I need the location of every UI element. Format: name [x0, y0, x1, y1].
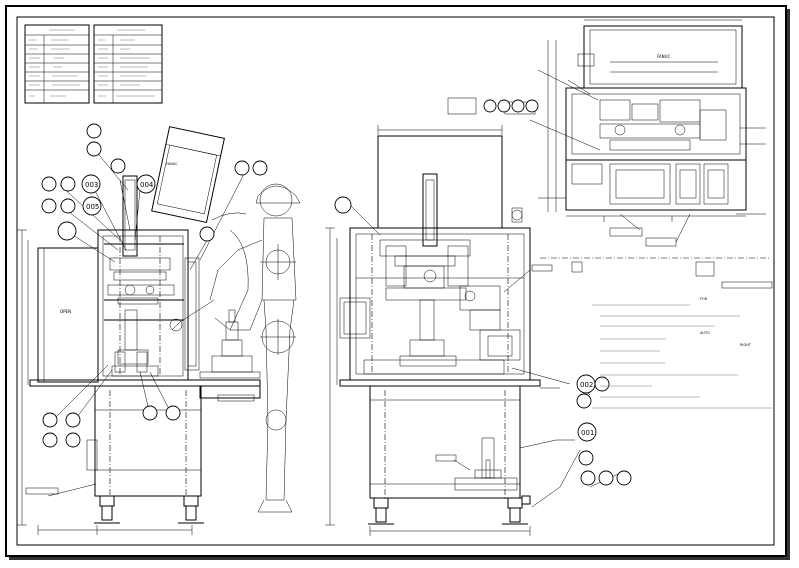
operator-figure: [169, 183, 301, 513]
front-view: 002 001: [325, 125, 632, 536]
note-label-3: RIGHT: [740, 343, 752, 347]
callout-005-label: 005: [86, 203, 99, 211]
plan-label: FANUC: [657, 54, 671, 59]
callout-001-label: 001: [581, 429, 594, 437]
callout-004: [136, 174, 156, 194]
plan-view: FANUC: [447, 19, 773, 289]
spec-table-left: [24, 24, 90, 104]
robot-label: FANUC: [166, 162, 178, 166]
note-label-1: FOR: [700, 297, 708, 301]
callout-004-label: 004: [140, 181, 154, 189]
note-label-2: AUTO: [700, 331, 710, 335]
left-callouts: 003 004 005: [25, 123, 268, 495]
callout-003-label: 003: [85, 181, 98, 189]
spec-table-right: [93, 24, 163, 104]
callout-005: [82, 196, 102, 216]
notes-block: [592, 304, 772, 409]
callout-001: [577, 422, 597, 442]
enclosure-label: OPEN: [60, 309, 71, 314]
callout-003: [81, 174, 101, 194]
inner-frame: [16, 16, 775, 546]
callout-002: [576, 374, 596, 394]
outer-frame: [5, 5, 787, 557]
callout-002-label: 002: [580, 381, 593, 389]
